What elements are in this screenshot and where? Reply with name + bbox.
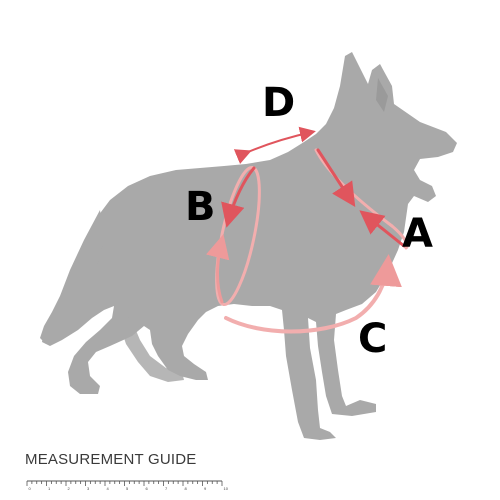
dog-silhouette-icon [40, 52, 457, 440]
ruler-number: 3 [87, 486, 90, 491]
ruler-icon: 0 1 2 3 4 5 6 7 8 9 10 [26, 480, 229, 491]
ruler-number: 6 [146, 486, 149, 491]
label-a: A [402, 211, 433, 257]
label-c: C [358, 316, 388, 362]
ruler-number: 1 [48, 486, 51, 491]
ruler-number: 7 [165, 486, 168, 491]
measurement-b-arrows [205, 165, 261, 307]
measurement-a-arrows [314, 148, 409, 250]
label-b: B [185, 184, 216, 230]
ruler-number: 9 [204, 486, 207, 491]
ruler-number: 5 [126, 486, 129, 491]
ruler-number: 0 [29, 486, 32, 491]
measurement-d-arrow [233, 126, 316, 164]
ruler-number: 4 [107, 486, 110, 491]
ruler-number: 8 [185, 486, 188, 491]
measurement-c-arrows [224, 254, 402, 334]
ruler-number: 10 [224, 486, 229, 491]
ruler-number: 2 [68, 486, 71, 491]
label-d: D [262, 80, 296, 126]
measurement-guide-title: MEASUREMENT GUIDE [25, 451, 197, 468]
